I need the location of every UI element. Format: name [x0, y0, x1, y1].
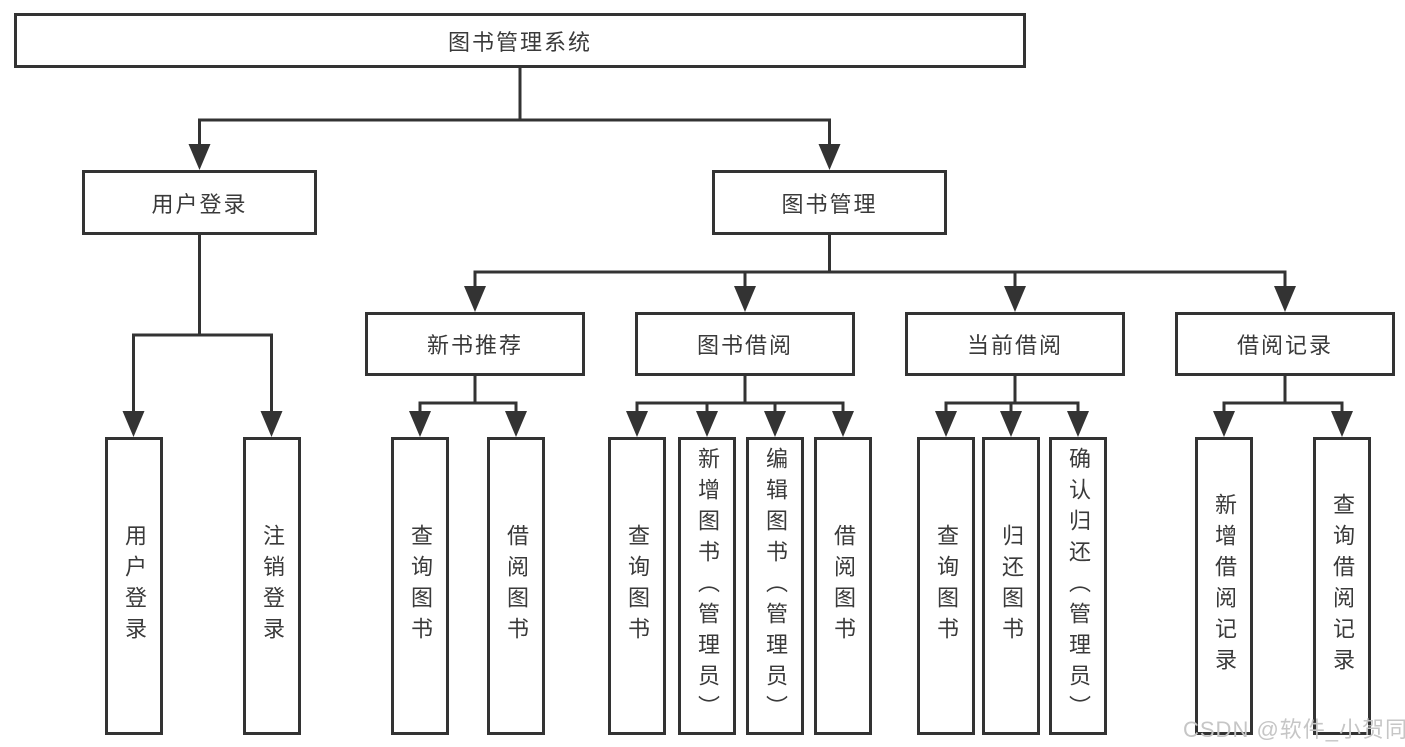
leaf-borrowing-borrow: 借阅图书 — [814, 437, 872, 735]
leaf-records-add-label: 新增借阅记录 — [1212, 493, 1237, 679]
leaf-user-login: 用户登录 — [105, 437, 163, 735]
node-book-borrowing-label: 图书借阅 — [696, 333, 793, 358]
leaf-newbooks-query: 查询图书 — [391, 437, 449, 735]
node-root: 图书管理系统 — [14, 13, 1026, 68]
connector-root — [188, 68, 841, 170]
leaf-borrowing-query-label: 查询图书 — [625, 524, 650, 648]
node-root-label: 图书管理系统 — [447, 29, 592, 55]
leaf-logout: 注销登录 — [243, 437, 301, 735]
node-user-login: 用户登录 — [82, 170, 317, 235]
node-book-management: 图书管理 — [712, 170, 947, 235]
leaf-borrowing-edit-label: 编辑图书（管理员） — [763, 446, 788, 726]
leaf-newbooks-borrow-label: 借阅图书 — [504, 524, 529, 648]
node-current-borrowing: 当前借阅 — [905, 312, 1125, 376]
node-borrow-records-label: 借阅记录 — [1236, 333, 1333, 358]
node-book-borrowing: 图书借阅 — [635, 312, 855, 376]
leaf-borrowing-add: 新增图书（管理员） — [678, 437, 736, 735]
leaf-user-login-label: 用户登录 — [122, 524, 147, 648]
node-new-books-label: 新书推荐 — [426, 333, 523, 358]
connector-user-login — [122, 235, 283, 437]
leaf-logout-label: 注销登录 — [260, 524, 285, 648]
leaf-borrowing-add-label: 新增图书（管理员） — [695, 446, 720, 726]
connector-book-borrowing — [626, 376, 854, 437]
leaf-newbooks-query-label: 查询图书 — [408, 524, 433, 648]
leaf-records-query-label: 查询借阅记录 — [1330, 493, 1355, 679]
node-new-books: 新书推荐 — [365, 312, 585, 376]
leaf-borrowing-edit: 编辑图书（管理员） — [746, 437, 804, 735]
node-current-borrowing-label: 当前借阅 — [966, 333, 1063, 358]
connector-new-books — [409, 376, 527, 437]
leaf-newbooks-borrow: 借阅图书 — [487, 437, 545, 735]
watermark: CSDN @软件_小贺同学 — [1183, 717, 1405, 742]
leaf-current-return-label: 归还图书 — [999, 524, 1024, 648]
leaf-borrowing-query: 查询图书 — [608, 437, 666, 735]
node-user-login-label: 用户登录 — [151, 191, 248, 217]
leaf-current-query-label: 查询图书 — [934, 524, 959, 648]
node-book-management-label: 图书管理 — [781, 191, 878, 217]
leaf-current-confirm-return-label: 确认归还（管理员） — [1066, 446, 1091, 726]
leaf-records-add: 新增借阅记录 — [1195, 437, 1253, 735]
leaf-current-return: 归还图书 — [982, 437, 1040, 735]
connector-book-management — [464, 235, 1296, 312]
leaf-records-query: 查询借阅记录 — [1313, 437, 1371, 735]
leaf-current-query: 查询图书 — [917, 437, 975, 735]
connector-borrow-records — [1213, 376, 1353, 437]
leaf-borrowing-borrow-label: 借阅图书 — [831, 524, 856, 648]
connector-current-borrowing — [935, 376, 1089, 437]
node-borrow-records: 借阅记录 — [1175, 312, 1395, 376]
leaf-current-confirm-return: 确认归还（管理员） — [1049, 437, 1107, 735]
